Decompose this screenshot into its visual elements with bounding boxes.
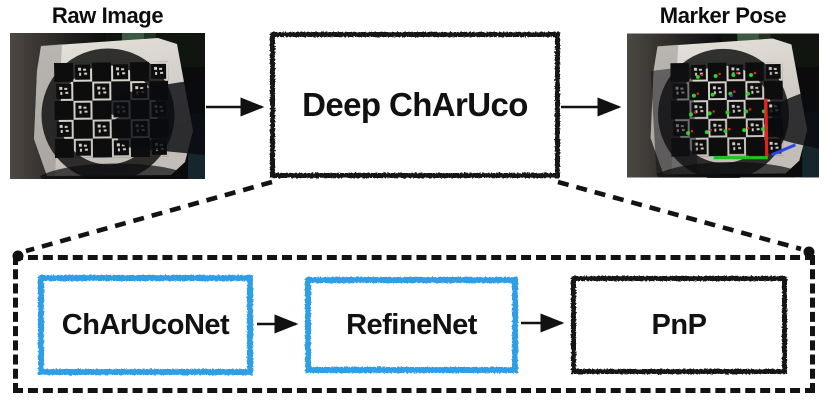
charuconet-border xyxy=(38,275,253,375)
paper-shadow xyxy=(650,66,698,177)
charuconet-box: ChArUcoNet xyxy=(38,275,253,375)
pose-axis-y xyxy=(764,98,769,157)
marker-pose-label: Marker Pose xyxy=(659,3,787,28)
dashed-connector-left xyxy=(25,179,273,254)
pnp-box: PnP xyxy=(571,276,787,374)
refinenet-border xyxy=(305,277,518,373)
refinenet-box: RefineNet xyxy=(305,277,518,373)
deep-charuco-border xyxy=(270,32,560,178)
bottom-shadow xyxy=(40,163,182,179)
deep-charuco-label: Deep ChArUco xyxy=(302,86,528,123)
corner-dot-blue xyxy=(729,94,733,98)
bottom-shadow xyxy=(656,162,797,178)
dashed-connector-right xyxy=(557,179,802,252)
hand-shadow xyxy=(763,87,819,149)
pose-axis-z xyxy=(771,143,796,157)
deep-charuco-box: Deep ChArUco xyxy=(270,32,560,178)
raw-image-photo xyxy=(10,33,205,179)
charuconet-label: ChArUcoNet xyxy=(61,308,230,341)
detected-corner-dots xyxy=(686,73,766,136)
pnp-label: PnP xyxy=(651,308,707,341)
pipeline-container xyxy=(13,255,815,393)
pnp-border xyxy=(571,276,787,374)
refinenet-label: RefineNet xyxy=(346,308,477,341)
marker-pose-photo xyxy=(627,33,819,178)
hand-shadow xyxy=(106,79,205,155)
raw-image-label: Raw Image xyxy=(51,3,164,28)
